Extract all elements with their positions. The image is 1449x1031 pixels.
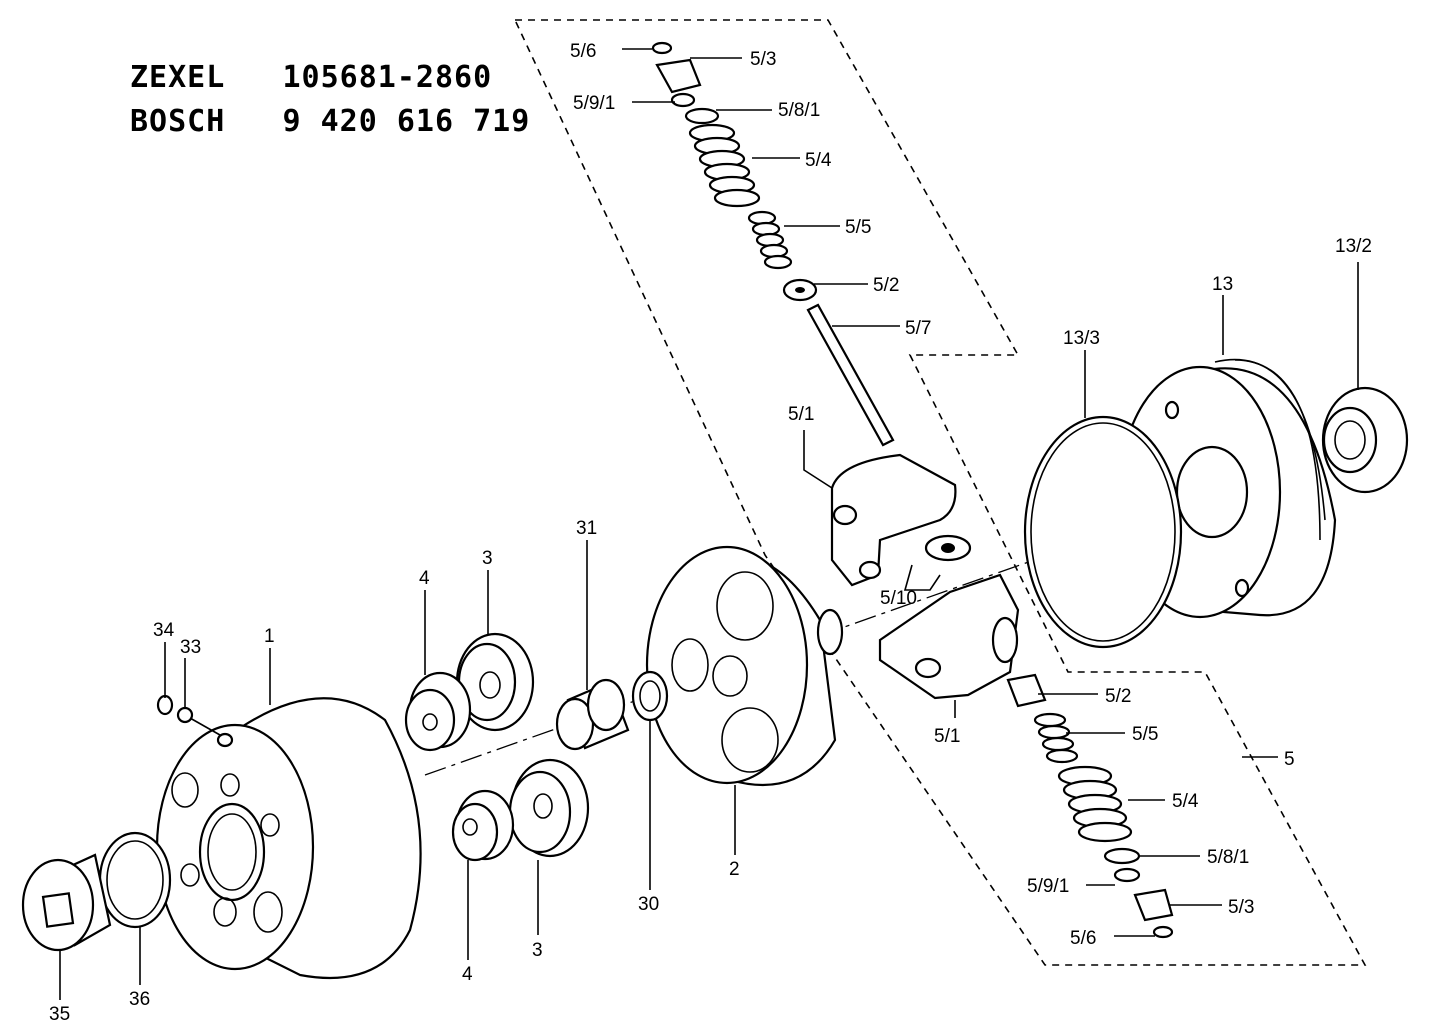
part-35-screw-plug bbox=[21, 853, 112, 952]
part-5-3-bottom bbox=[1133, 888, 1174, 922]
part-5-1-upper-bracket bbox=[830, 453, 957, 587]
part-2-plate bbox=[645, 545, 844, 787]
group-5-outline bbox=[513, 19, 1367, 966]
label-5-7: 5/7 bbox=[905, 318, 931, 339]
part-4-upper bbox=[404, 671, 472, 752]
label-31: 31 bbox=[576, 518, 597, 539]
label-13-3: 13/3 bbox=[1063, 328, 1100, 349]
label-2: 2 bbox=[729, 859, 740, 880]
part-31-plug bbox=[555, 678, 630, 751]
part-3-lower bbox=[508, 758, 590, 858]
part-5-8-1-top bbox=[684, 107, 720, 125]
label-5-1-bottom: 5/1 bbox=[934, 726, 960, 747]
part-36-seal-ring bbox=[98, 831, 172, 929]
label-5-8-1-top: 5/8/1 bbox=[778, 100, 820, 121]
label-33: 33 bbox=[180, 637, 201, 658]
label-5: 5 bbox=[1284, 749, 1295, 770]
label-1: 1 bbox=[264, 626, 275, 647]
label-36: 36 bbox=[129, 989, 150, 1010]
label-13-2: 13/2 bbox=[1335, 236, 1372, 257]
part-34-part-33-fittings bbox=[156, 694, 234, 748]
top-valve-stack bbox=[651, 41, 895, 447]
part-5-6-top bbox=[651, 41, 673, 55]
part-5-4-bottom bbox=[1057, 765, 1133, 843]
part-5-5-bottom bbox=[1033, 712, 1079, 764]
part-30-ring bbox=[631, 670, 669, 722]
part-5-4-top bbox=[688, 123, 761, 208]
label-5-5-bottom: 5/5 bbox=[1132, 724, 1158, 745]
lower-valve-stack bbox=[1006, 673, 1174, 939]
label-34: 34 bbox=[153, 620, 175, 641]
part-5-2-bottom bbox=[1006, 673, 1047, 708]
label-5-1-top: 5/1 bbox=[788, 404, 814, 425]
part-5-6-bottom bbox=[1152, 925, 1174, 939]
label-5-6-bottom: 5/6 bbox=[1070, 928, 1096, 949]
label-30: 30 bbox=[638, 894, 659, 915]
label-5-9-1-top: 5/9/1 bbox=[573, 93, 615, 114]
part-13-3-o-ring bbox=[1023, 415, 1183, 649]
label-5-9-1-bottom: 5/9/1 bbox=[1027, 876, 1069, 897]
part-labels: 5/6 5/3 5/9/1 5/8/1 5/4 5/5 5/2 5/7 5/1 … bbox=[49, 41, 1372, 1025]
label-4-top: 4 bbox=[419, 568, 430, 589]
label-5-3-top: 5/3 bbox=[750, 49, 776, 70]
label-4-bottom: 4 bbox=[462, 964, 473, 985]
bosch-part-number: BOSCH 9 420 616 719 bbox=[130, 104, 531, 139]
label-5-6-top: 5/6 bbox=[570, 41, 596, 62]
label-5-2-top: 5/2 bbox=[873, 275, 899, 296]
label-13: 13 bbox=[1212, 274, 1233, 295]
part-1-housing bbox=[155, 697, 422, 980]
label-5-2-bottom: 5/2 bbox=[1105, 686, 1131, 707]
label-3-top: 3 bbox=[482, 548, 493, 569]
part-5-7-rod bbox=[806, 303, 895, 447]
label-5-4-bottom: 5/4 bbox=[1172, 791, 1199, 812]
part-5-9-1-top bbox=[670, 92, 696, 108]
label-5-3-bottom: 5/3 bbox=[1228, 897, 1254, 918]
leader-lines bbox=[59, 48, 1359, 1000]
part-5-9-1-bottom bbox=[1113, 867, 1141, 883]
part-5-10-spacer bbox=[924, 534, 972, 562]
part-4-lower bbox=[451, 789, 515, 862]
part-5-1-lower-bracket bbox=[878, 573, 1020, 700]
label-5-4-top: 5/4 bbox=[805, 150, 832, 171]
part-13-2-seal bbox=[1321, 386, 1409, 494]
label-3-bottom: 3 bbox=[532, 940, 543, 961]
label-5-10: 5/10 bbox=[880, 588, 917, 609]
part-5-8-1-bottom bbox=[1103, 847, 1141, 865]
label-35: 35 bbox=[49, 1004, 70, 1025]
label-5-8-1-bottom: 5/8/1 bbox=[1207, 847, 1249, 868]
label-5-5-top: 5/5 bbox=[845, 217, 871, 238]
zexel-part-number: ZEXEL 105681-2860 bbox=[130, 60, 493, 95]
part-5-5-top bbox=[747, 210, 793, 270]
part-5-3-top bbox=[655, 58, 702, 94]
